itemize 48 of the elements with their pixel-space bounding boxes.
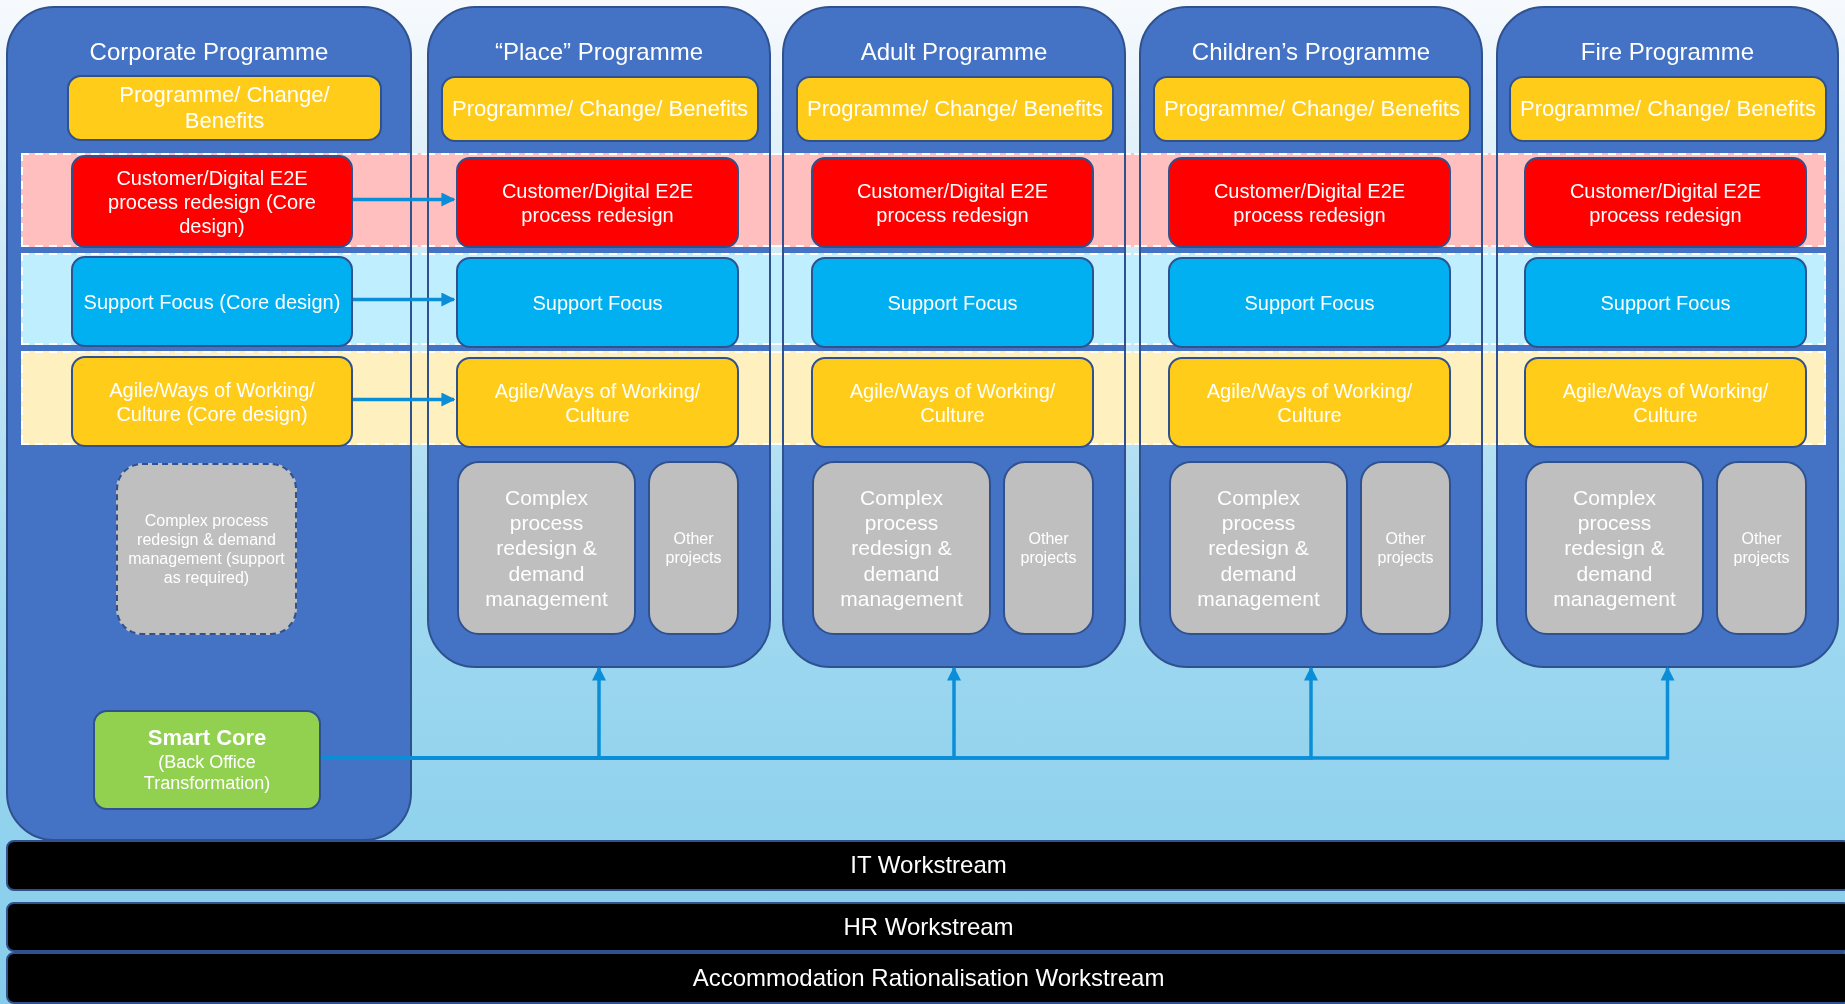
arrow	[351, 392, 456, 407]
support-focus-box: Support Focus	[811, 257, 1094, 348]
complex-process-box: Complex process redesign & demand management	[812, 461, 991, 635]
ways-of-working-box: Agile/Ways of Working/ Culture	[1524, 357, 1807, 448]
process-redesign-box: Customer/Digital E2E process redesign (Core design)	[71, 155, 353, 248]
arrow	[351, 292, 456, 307]
ways-of-working-box: Agile/Ways of Working/ Culture	[456, 357, 739, 448]
box-heading: Smart Core	[147, 725, 267, 752]
programme-box: Programme/ Change/ Benefits	[1509, 76, 1827, 142]
complex-process-box: Complex process redesign & demand management (support as required)	[116, 463, 297, 635]
programme-box: Programme/ Change/ Benefits	[1153, 76, 1471, 142]
programme-column	[782, 6, 1126, 668]
programme-box: Programme/ Change/ Benefits	[441, 76, 759, 142]
other-projects-box: Other projects	[1716, 461, 1807, 635]
other-projects-box: Other projects	[1360, 461, 1451, 635]
programme-column	[427, 6, 771, 668]
column-heading: “Place” Programme	[493, 38, 705, 67]
programme-box: Programme/ Change/ Benefits	[67, 75, 382, 141]
ways-of-working-box: Agile/Ways of Working/ Culture	[811, 357, 1094, 448]
programme-column	[1139, 6, 1483, 668]
support-focus-box: Support Focus (Core design)	[71, 256, 353, 347]
column-heading: Children’s Programme	[1190, 38, 1432, 67]
process-redesign-box: Customer/Digital E2E process redesign	[1168, 157, 1451, 248]
arrow	[351, 192, 456, 207]
other-projects-box: Other projects	[648, 461, 739, 635]
programme-column	[6, 6, 412, 841]
process-redesign-box: Customer/Digital E2E process redesign	[811, 157, 1094, 248]
column-heading: Fire Programme	[1579, 38, 1756, 67]
smart-core-box	[93, 710, 321, 810]
support-focus-box: Support Focus	[1524, 257, 1807, 348]
programme-column	[1496, 6, 1839, 668]
complex-process-box: Complex process redesign & demand management	[1525, 461, 1704, 635]
ways-of-working-box: Agile/Ways of Working/ Culture	[1168, 357, 1451, 448]
other-projects-box: Other projects	[1003, 461, 1094, 635]
workstream-bar: IT Workstream	[6, 840, 1845, 891]
complex-process-box: Complex process redesign & demand management	[1169, 461, 1348, 635]
workstream-bar: Accommodation Rationalisation Workstream	[6, 952, 1845, 1004]
complex-process-box: Complex process redesign & demand management	[457, 461, 636, 635]
ways-of-working-box: Agile/Ways of Working/ Culture (Core design)	[71, 356, 353, 447]
process-redesign-box: Customer/Digital E2E process redesign	[1524, 157, 1807, 248]
column-heading: Corporate Programme	[88, 38, 330, 67]
process-redesign-box: Customer/Digital E2E process redesign	[456, 157, 739, 248]
support-focus-box: Support Focus	[1168, 257, 1451, 348]
box-subtitle: (Back Office Transformation)	[142, 751, 272, 795]
column-heading: Adult Programme	[859, 38, 1049, 67]
workstream-bar: HR Workstream	[6, 902, 1845, 952]
programme-box: Programme/ Change/ Benefits	[796, 76, 1114, 142]
support-focus-box: Support Focus	[456, 257, 739, 348]
